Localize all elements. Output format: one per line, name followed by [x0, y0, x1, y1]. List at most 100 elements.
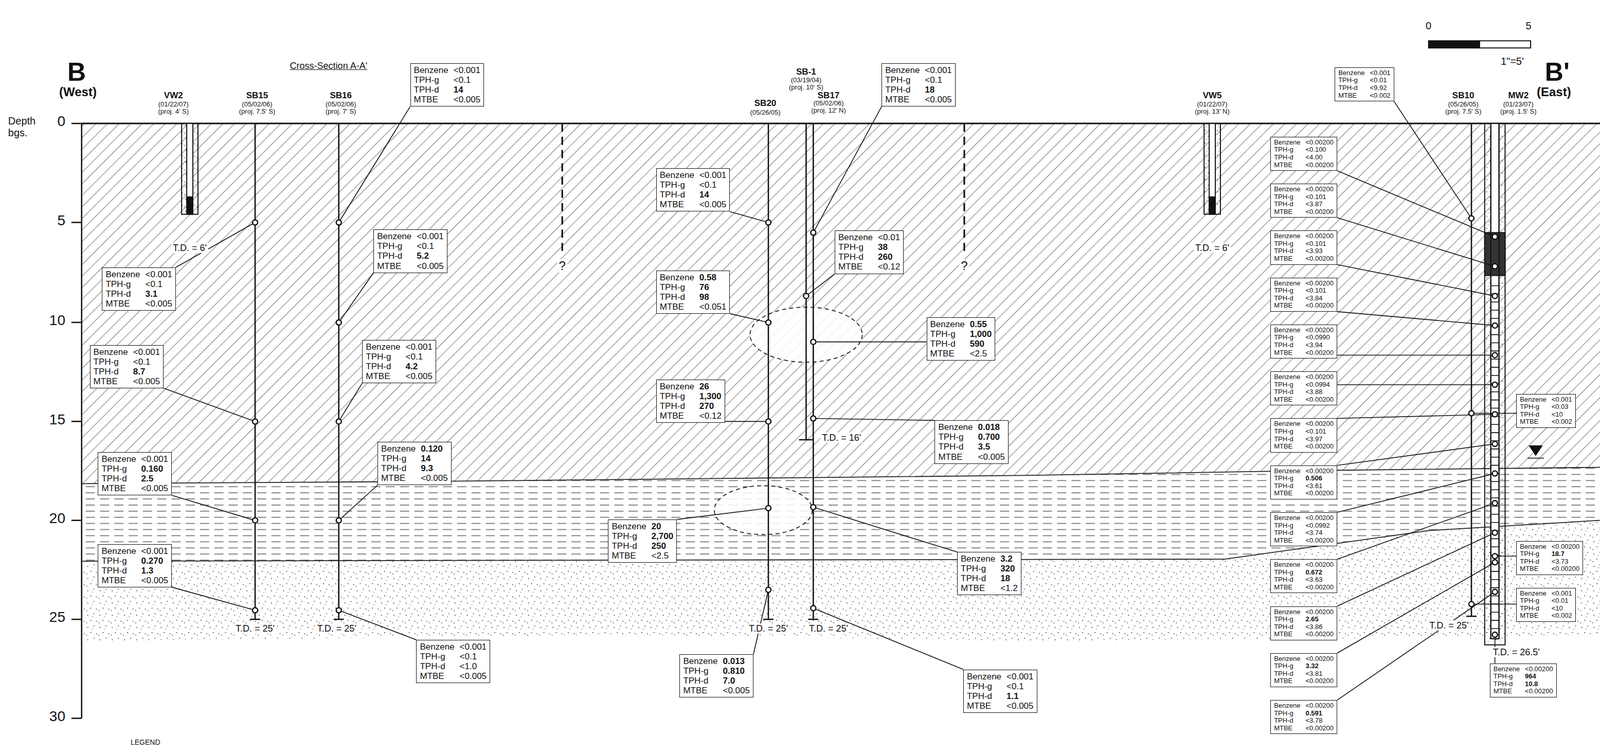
depth-tick: 30	[49, 709, 66, 724]
analyte-name: MTBE	[682, 685, 718, 696]
leader-line	[813, 507, 958, 552]
sample-point	[1492, 530, 1498, 536]
analyte-name: TPH-d	[365, 361, 401, 372]
analyte-name: Benzene	[838, 232, 873, 243]
analyte-name: Benzene	[365, 342, 401, 352]
analyte-name: TPH-d	[376, 250, 412, 261]
analyte-name: TPH-g	[611, 531, 646, 542]
analyte-value: <0.00200	[1305, 561, 1334, 569]
analyte-value: <3.63	[1305, 576, 1334, 584]
analyte-name: Benzene	[611, 521, 646, 532]
section-reference: Cross-Section A-A'	[290, 61, 368, 71]
analyte-value: <3.61	[1305, 482, 1334, 491]
analyte-value: <0.1	[145, 279, 173, 290]
analyte-value: <0.00200	[1305, 724, 1334, 733]
analyte-value: <0.00200	[1305, 583, 1334, 592]
analyte-value: <0.00200	[1305, 373, 1334, 382]
analyte-name: TPH-g	[101, 463, 136, 474]
analyte-value: <3.86	[1305, 623, 1334, 632]
analyte-name: Benzene	[101, 454, 136, 464]
sample-result-box: Benzene<0.00200TPH-g0.672TPH-d<3.63MTBE<…	[1270, 559, 1338, 593]
analyte-value: <0.001	[416, 231, 444, 242]
analyte-value: <0.01	[877, 232, 901, 243]
sample-result-box: Benzene<0.001TPH-g<0.1TPH-d<1.0MTBE<0.00…	[416, 639, 491, 683]
analyte-value: 14	[699, 189, 727, 200]
analyte-name: Benzene	[105, 269, 140, 280]
analyte-value: <0.005	[141, 483, 169, 494]
sample-result-box: Benzene<0.00200TPH-g<0.101TPH-d<3.84MTBE…	[1270, 277, 1338, 312]
analyte-name: TPH-g	[376, 241, 412, 251]
sample-point	[1492, 263, 1498, 269]
total-depth: T.D. = 25'	[234, 623, 277, 634]
sample-point	[810, 229, 816, 236]
analyte-name: TPH-g	[1273, 146, 1301, 154]
analyte-value: <0.1	[405, 351, 433, 362]
sample-point	[1468, 601, 1474, 607]
sample-point	[1468, 216, 1474, 222]
sample-result-box: Benzene<0.00200TPH-g18.7TPH-d<3.73MTBE<0…	[1516, 541, 1584, 575]
analyte-value: <0.01	[1551, 597, 1573, 605]
analyte-name: TPH-d	[101, 473, 136, 484]
analyte-value: 2,700	[651, 531, 674, 542]
leader-line	[1337, 384, 1496, 386]
analyte-value: <0.00200	[1305, 420, 1334, 428]
analyte-value: <0.001	[699, 170, 727, 181]
analyte-value: <0.001	[133, 347, 160, 357]
analyte-value: <0.1	[1006, 681, 1034, 692]
analyte-name: MTBE	[1338, 92, 1365, 100]
analyte-value: 270	[699, 401, 722, 411]
analyte-name: TPH-g	[838, 242, 873, 253]
sample-point	[1492, 553, 1498, 559]
analyte-value: 9.3	[420, 463, 448, 474]
boring-date: (05/02/06)	[325, 100, 356, 108]
analyte-value: <0.00200	[1524, 687, 1554, 696]
analyte-name: MTBE	[1273, 630, 1301, 639]
leader-line	[1337, 311, 1496, 326]
total-depth: T.D. = 25'	[1427, 620, 1470, 631]
analyte-name: TPH-d	[1273, 716, 1301, 725]
analyte-value: 0.55	[969, 319, 993, 330]
analyte-name: TPH-g	[1273, 568, 1301, 577]
analyte-value: 2.5	[141, 473, 169, 484]
analyte-value: <0.00200	[1305, 655, 1334, 663]
analyte-value: <10	[1551, 604, 1573, 613]
analyte-name: MTBE	[105, 298, 140, 309]
sample-point	[1492, 589, 1498, 595]
analyte-value: 0.591	[1305, 709, 1334, 718]
leader-line	[729, 211, 769, 223]
analyte-value: <3.78	[1305, 716, 1334, 725]
boring-name: SB10	[1452, 91, 1475, 100]
leader-line	[725, 421, 769, 423]
projection-note: (proj. 7' S)	[325, 108, 357, 115]
sample-point	[765, 319, 771, 326]
soil-layers	[81, 123, 1600, 641]
analyte-name: MTBE	[1273, 255, 1301, 263]
analyte-name: TPH-d	[659, 189, 695, 200]
analyte-value: 14	[420, 453, 448, 464]
section-letter: B	[67, 59, 86, 85]
analyte-value: <0.002	[1551, 418, 1573, 426]
analyte-value: <3.93	[1305, 247, 1334, 256]
section-direction: (East)	[1536, 85, 1572, 99]
sample-point	[1492, 471, 1498, 477]
analyte-name: MTBE	[838, 261, 873, 272]
sample-result-box: Benzene<0.001TPH-g<0.1TPH-d5.2MTBE<0.005	[373, 229, 448, 273]
analyte-value: <0.005	[723, 685, 750, 696]
sample-point	[1492, 382, 1498, 388]
analyte-name: Benzene	[93, 347, 129, 357]
sample-point	[1492, 352, 1498, 358]
analyte-name: Benzene	[1273, 420, 1301, 428]
analyte-value: <0.005	[416, 261, 444, 272]
analyte-value: 76	[699, 282, 727, 293]
section-letter: B'	[1544, 59, 1570, 85]
analyte-name: TPH-d	[1273, 247, 1301, 256]
analyte-value: <3.87	[1305, 200, 1334, 209]
leader-line	[1471, 603, 1517, 605]
analyte-name: TPH-d	[659, 292, 695, 302]
sample-point	[336, 607, 342, 613]
analyte-name: Benzene	[101, 546, 136, 556]
analyte-value: <0.1	[133, 356, 160, 367]
boring-date: (05/26/05)	[749, 109, 781, 116]
leader-line	[813, 106, 882, 233]
